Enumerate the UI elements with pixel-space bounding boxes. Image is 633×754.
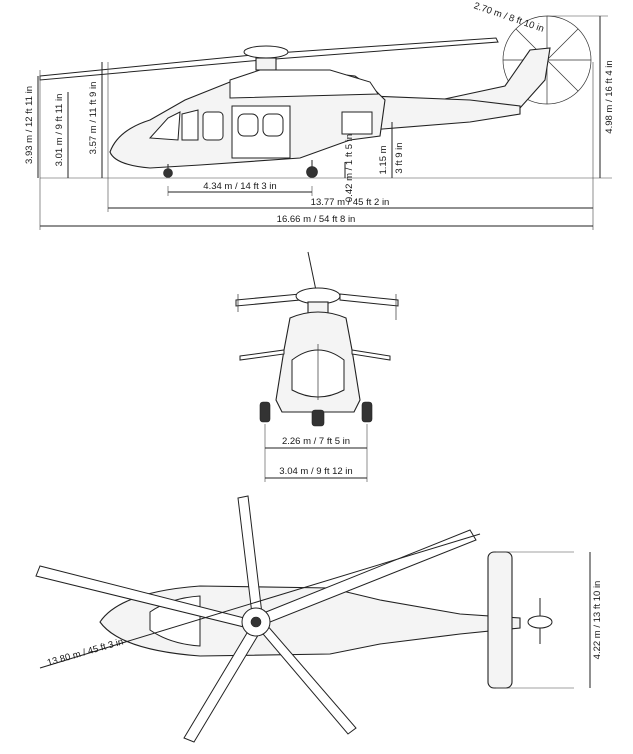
top-fuselage <box>99 585 521 657</box>
wheel-track-label: 2.26 m / 7 ft 5 in <box>282 436 350 447</box>
front-wheel-right <box>361 401 373 423</box>
stabilizer-span-label: 4.22 m / 13 ft 10 in <box>592 581 603 660</box>
tailboom-clearance-label-m: 1.15 m <box>378 145 389 174</box>
tailboom-clearance-label-ft: 3 ft 9 in <box>394 142 405 173</box>
rotor-height-label: 3.93 m / 12 ft 11 in <box>24 86 35 164</box>
windscreen <box>148 111 181 141</box>
nose-wheel <box>163 168 173 178</box>
cockpit-door-window <box>181 109 199 141</box>
engine-cowling <box>229 69 379 99</box>
fin-height-label: 3.57 m / 11 ft 9 in <box>88 82 99 155</box>
overall-length-label: 16.66 m / 54 ft 8 in <box>277 214 356 225</box>
front-view: 2.26 m / 7 ft 5 in 3.04 m / 9 ft 12 in <box>235 251 399 482</box>
cabin-window <box>262 113 284 137</box>
top-tail-rotor-hub <box>527 615 553 629</box>
front-rotor-blade-right <box>339 293 399 307</box>
main-wheel <box>306 166 318 178</box>
overall-height-label: 4.98 m / 16 ft 4 in <box>604 60 615 133</box>
rotor-hub <box>243 45 289 59</box>
stabilizer-right <box>351 349 391 361</box>
rotor-diameter-dimension-line <box>39 533 481 669</box>
front-rotor-blade-left <box>235 293 301 307</box>
fuselage-length-label: 13.77 m / 45 ft 2 in <box>311 197 390 208</box>
front-window <box>202 111 224 141</box>
rotor-mast <box>255 57 277 71</box>
ground-clearance-label: 0.42 m / 1 ft 5 in <box>344 134 355 202</box>
hub-height-label: 3.01 m / 9 ft 11 in <box>54 94 65 167</box>
horizontal-stabilizer <box>487 551 513 689</box>
fuselage-width-label: 3.04 m / 9 ft 12 in <box>279 466 352 477</box>
side-view: 4.34 m / 14 ft 3 in 13.77 m / 45 ft 2 in… <box>24 0 615 230</box>
top-rotor-hub-center <box>250 616 262 628</box>
rotor-diameter-label: 13.80 m / 45 ft 3 in <box>46 636 125 668</box>
top-view: 13.80 m / 45 ft 3 in 4.22 m / 13 ft 10 i… <box>35 495 603 743</box>
wheelbase-label: 4.34 m / 14 ft 3 in <box>203 181 276 192</box>
nose-wheel-front <box>311 409 325 427</box>
front-wheel-left <box>259 401 271 423</box>
rear-window <box>341 111 373 135</box>
stabilizer-left <box>239 349 285 361</box>
cabin-window <box>237 113 259 137</box>
